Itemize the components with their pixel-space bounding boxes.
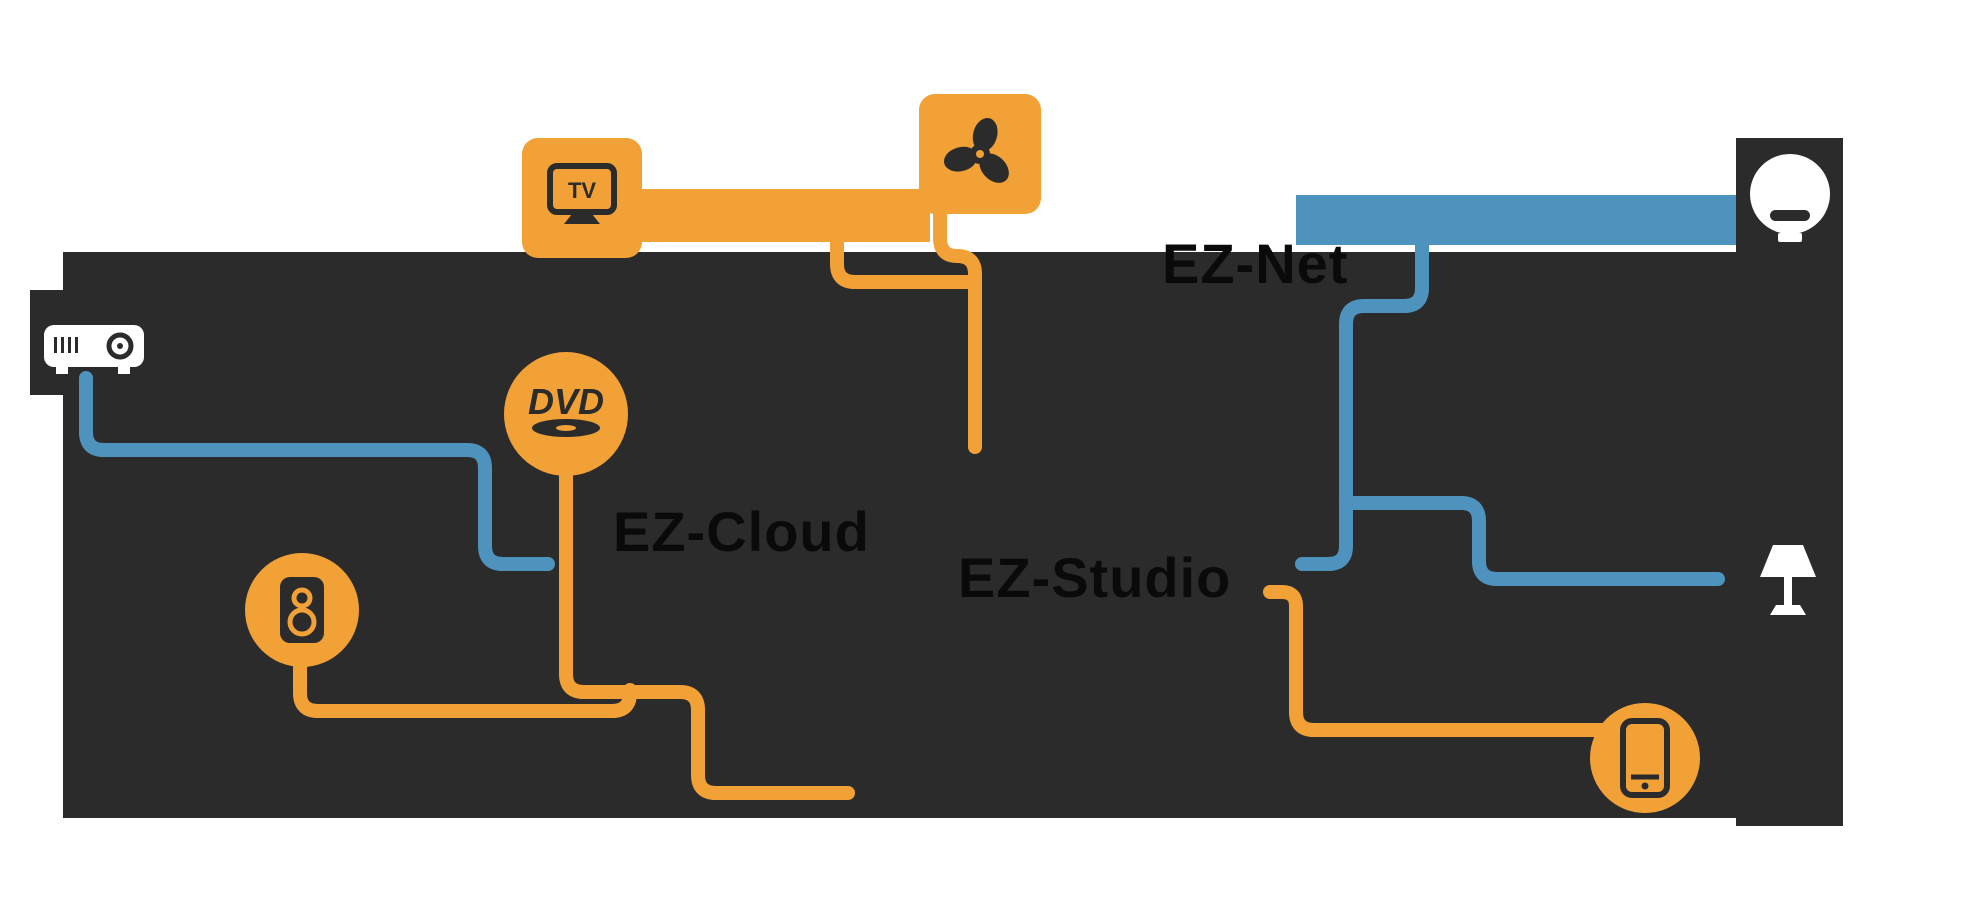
ez-studio-label: EZ-Studio (958, 546, 1232, 609)
tv-fan-link-bar (630, 189, 930, 242)
net-to-studio-trace (1295, 238, 1429, 571)
net-to-lamp-trace (1339, 496, 1725, 586)
dvd-logo-text: DVD (528, 381, 604, 422)
dvd-trace (559, 465, 855, 800)
smartphone-icon (1620, 718, 1670, 798)
tv-node (522, 138, 642, 258)
tv-screen-text: TV (568, 178, 596, 203)
speaker-trace (293, 653, 637, 718)
fan-icon (943, 117, 1009, 183)
ez-net-bar (1296, 195, 1736, 245)
studio-to-phone-trace (1263, 585, 1613, 737)
ez-net-label: EZ-Net (1162, 232, 1349, 295)
projector-to-cloud-trace (79, 371, 555, 571)
link-bar-down-trace (830, 235, 979, 289)
right-column-panel (1736, 138, 1843, 826)
dvd-icon: DVD (528, 381, 604, 437)
lamp-icon (1760, 545, 1816, 615)
projector-icon (44, 325, 144, 374)
fan-down-trace (933, 207, 982, 454)
speaker-icon (280, 577, 324, 643)
tv-icon: TV (547, 163, 617, 224)
dvd-node (504, 352, 628, 476)
ez-cloud-label: EZ-Cloud (613, 500, 870, 563)
robot-vacuum-icon (1750, 154, 1830, 242)
